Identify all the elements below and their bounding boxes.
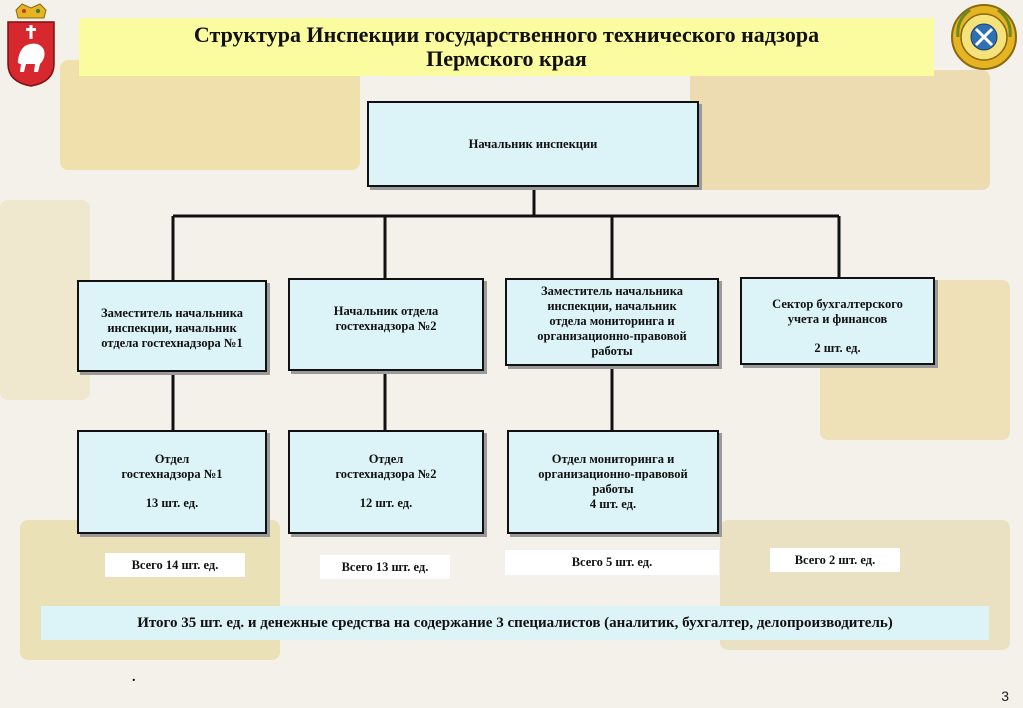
background-machinery	[690, 70, 990, 190]
total-label-1: Всего 14 шт. ед.	[105, 553, 245, 577]
stray-dot: .	[132, 670, 136, 685]
head-of-inspection-label: Начальник инспекции	[468, 137, 598, 151]
page-title: Структура Инспекции государственного тех…	[193, 22, 820, 47]
accounting-staff-count: 2 шт. ед.	[814, 341, 861, 355]
accounting-sector-box: Сектор бухгалтерского учета и финансов 2…	[740, 277, 935, 365]
summary-banner: Итого 35 шт. ед. и денежные средства на …	[41, 606, 989, 640]
background-machinery	[60, 60, 360, 170]
title-banner: Структура Инспекции государственного тех…	[79, 18, 934, 76]
gostekhnadzor-emblem-icon	[951, 4, 1017, 70]
department-1-box: Отдел гостехнадзора №1 13 шт. ед.	[77, 430, 267, 534]
department-3-box: Отдел мониторинга и организационно-право…	[507, 430, 719, 534]
background-machinery	[0, 200, 90, 400]
department-2-staff: 12 шт. ед.	[359, 496, 413, 510]
total-label-3: Всего 5 шт. ед.	[505, 550, 719, 575]
total-label-2: Всего 13 шт. ед.	[320, 555, 450, 579]
department-3-staff: 4 шт. ед.	[589, 497, 637, 511]
department-2-box: Отдел гостехнадзора №2 12 шт. ед.	[288, 430, 484, 534]
deputy-1-box: Заместитель начальника инспекции, началь…	[77, 280, 267, 372]
head-of-inspection-box: Начальник инспекции	[367, 101, 699, 187]
page-subtitle: Пермского края	[426, 46, 587, 71]
department-1-staff: 13 шт. ед.	[145, 496, 199, 510]
perm-crest-icon	[7, 3, 55, 87]
page-number: 3	[1001, 688, 1009, 704]
deputy-2-box: Начальник отдела гостехнадзора №2	[288, 278, 484, 371]
total-label-4: Всего 2 шт. ед.	[770, 548, 900, 572]
deputy-3-box: Заместитель начальника инспекции, началь…	[505, 278, 719, 366]
